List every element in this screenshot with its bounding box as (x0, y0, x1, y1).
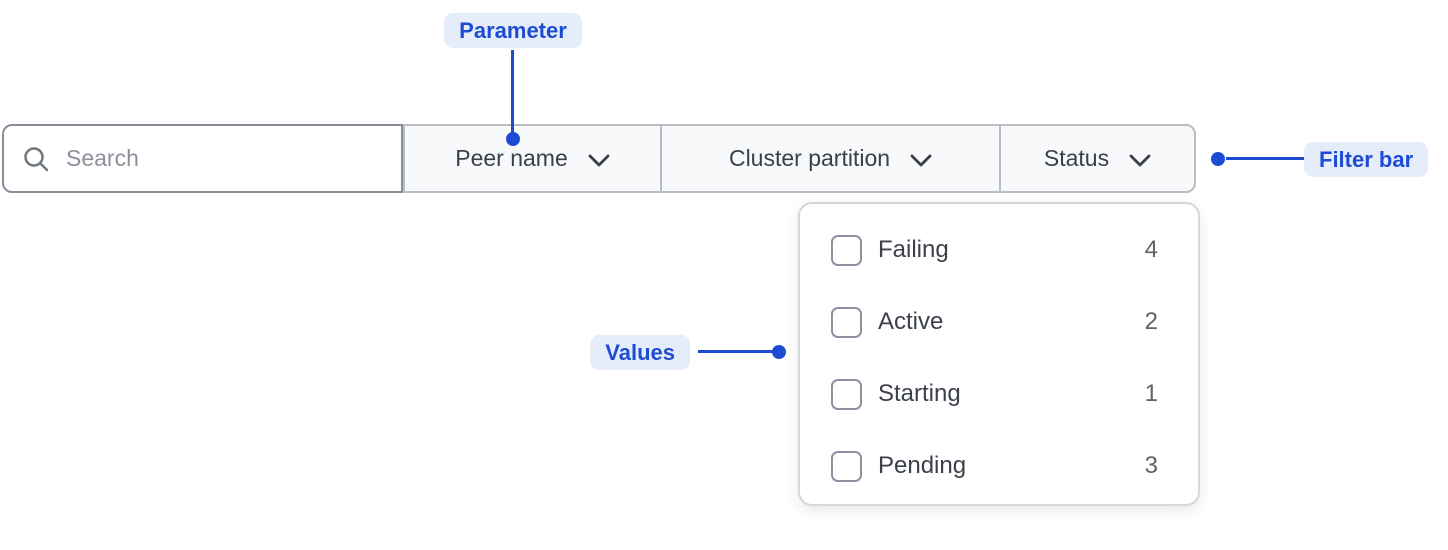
menu-item-count: 1 (1144, 380, 1158, 407)
annotation-filter-bar-line (1226, 157, 1304, 160)
annotation-filter-bar-dot (1211, 152, 1225, 166)
chevron-down-icon (588, 154, 610, 166)
chevron-down-icon (910, 154, 932, 166)
dropdown-peer-name-label: Peer name (455, 145, 568, 171)
checkbox-active[interactable] (831, 306, 862, 338)
search-icon (24, 146, 49, 171)
status-dropdown-menu: Failing 4 Active 2 Starting 1 Pending 3 (798, 202, 1200, 506)
menu-item-label: Pending (878, 452, 967, 479)
menu-item-label: Failing (878, 236, 949, 263)
menu-item-count: 4 (1144, 236, 1158, 263)
menu-item-count: 2 (1144, 308, 1158, 335)
dropdown-cluster-partition[interactable]: Cluster partition (660, 126, 999, 191)
annotation-filter-bar-badge: Filter bar (1304, 142, 1429, 177)
dropdown-cluster-partition-label: Cluster partition (728, 145, 891, 171)
dropdown-peer-name[interactable]: Peer name (405, 126, 660, 191)
dropdown-status-label: Status (1043, 145, 1110, 171)
checkbox-failing[interactable] (831, 234, 862, 266)
search-input[interactable] (64, 144, 388, 173)
chevron-down-icon (1129, 154, 1151, 166)
annotation-parameter-badge: Parameter (444, 13, 582, 48)
dropdown-status[interactable]: Status (999, 126, 1194, 191)
menu-item-pending[interactable]: Pending 3 (831, 430, 1158, 502)
menu-item-label: Starting (878, 380, 961, 407)
annotation-parameter-line (511, 50, 514, 134)
annotation-values-dot (772, 345, 786, 359)
menu-item-failing[interactable]: Failing 4 (831, 214, 1158, 286)
filter-bar: Peer name Cluster partition Status (403, 124, 1196, 193)
annotation-values-badge: Values (590, 335, 690, 370)
annotation-parameter-dot (506, 132, 520, 146)
menu-item-label: Active (878, 308, 944, 335)
checkbox-pending[interactable] (831, 450, 862, 482)
menu-item-active[interactable]: Active 2 (831, 286, 1158, 358)
search-box (2, 124, 403, 193)
menu-item-starting[interactable]: Starting 1 (831, 358, 1158, 430)
menu-item-count: 3 (1144, 452, 1158, 479)
checkbox-starting[interactable] (831, 378, 862, 410)
annotation-values-line (698, 350, 774, 353)
